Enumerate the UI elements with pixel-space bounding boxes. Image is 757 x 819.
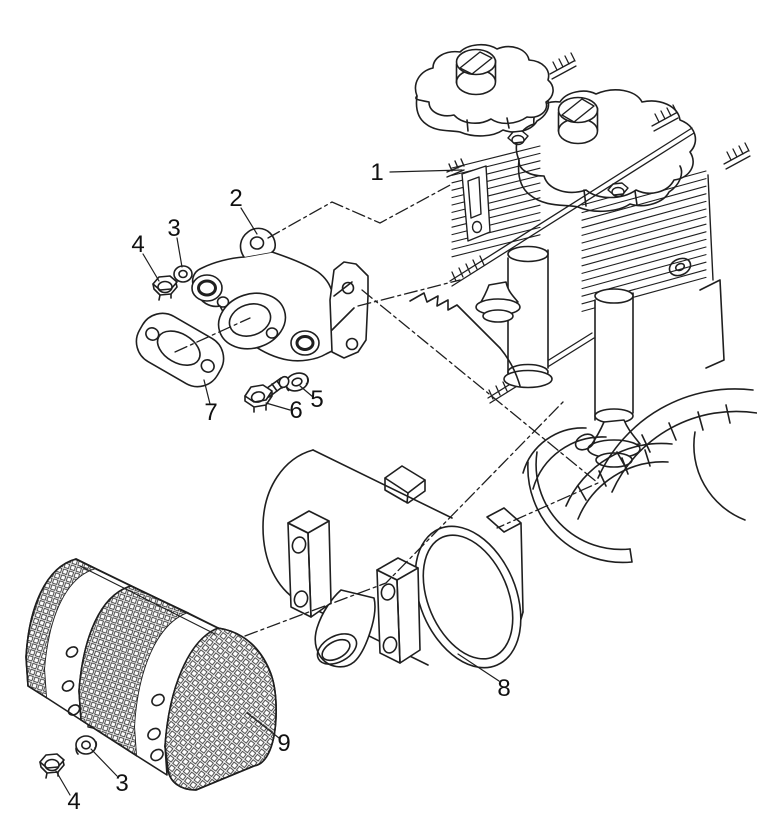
leader-line <box>142 253 160 282</box>
part-label: 2 <box>229 185 242 212</box>
crankcase <box>409 257 757 564</box>
manifold-outlet-flange <box>329 261 369 359</box>
right-oil-cap <box>557 96 599 145</box>
engine-assembly-drawing <box>409 43 757 564</box>
engine-studs <box>549 52 751 170</box>
muffler-top-tab <box>384 465 426 504</box>
part-label: 3 <box>115 770 128 797</box>
bolt-6 <box>244 375 290 413</box>
engine-hex-nuts <box>507 130 629 198</box>
nut-4-top <box>152 275 178 301</box>
part-label: 4 <box>67 788 80 815</box>
leader-line <box>265 402 291 411</box>
part-label: 6 <box>289 397 302 424</box>
leader-line <box>203 379 211 405</box>
muffler-drawing <box>262 449 524 669</box>
part-label: 4 <box>131 231 144 258</box>
heat-shield-drawing <box>25 558 277 791</box>
part-label: 7 <box>204 399 217 426</box>
leader-line <box>55 770 71 796</box>
muffler-outlet-pipe <box>314 589 376 668</box>
part-label: 9 <box>277 730 290 757</box>
engine-fins-left <box>451 145 541 258</box>
alignment-lines <box>174 183 599 637</box>
left-valve-cover <box>414 43 554 137</box>
right-valve-cover <box>515 89 697 213</box>
leader-line <box>457 653 500 682</box>
muffler-bracket-left <box>287 510 332 618</box>
manifold-inlet-ports <box>191 274 320 356</box>
nut-4-bottom <box>39 753 65 779</box>
part-label: 3 <box>167 215 180 242</box>
washer-3-top <box>173 265 193 283</box>
leader-line <box>389 169 463 173</box>
left-oil-cap <box>455 48 497 96</box>
engine-fins-right <box>581 170 714 312</box>
muffler-bracket-middle <box>376 557 421 664</box>
leader-line <box>246 712 280 739</box>
part-label: 1 <box>370 159 383 186</box>
leader-line <box>299 385 314 398</box>
leader-line <box>90 748 118 777</box>
part-label: 8 <box>497 675 510 702</box>
part-label: 5 <box>310 386 323 413</box>
exhaust-manifold-drawing <box>191 227 369 362</box>
leader-line <box>176 237 183 268</box>
exhaust-port-flange <box>446 158 491 242</box>
leader-line <box>240 207 258 235</box>
